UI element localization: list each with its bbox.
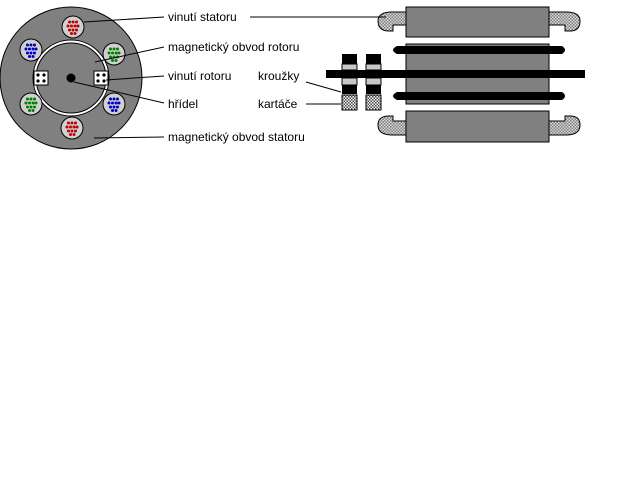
stator-slots: [19, 15, 126, 140]
stator-core-top: [405, 6, 550, 38]
rotor-winding-bottom: [393, 92, 565, 100]
stator-slot-upper-left: [19, 38, 43, 62]
stator-slot-upper-right: [102, 42, 126, 66]
slip-ring-1: [341, 54, 358, 94]
label-stator-magnetic-circuit: magnetický obvod statoru: [168, 130, 305, 144]
side-view: [326, 6, 585, 143]
stator-slot-top: [61, 15, 85, 39]
shaft-side: [326, 70, 585, 78]
stator-slot-bottom: [60, 116, 84, 140]
stator-slot-lower-left: [19, 92, 43, 116]
label-shaft: hřídel: [168, 97, 198, 111]
cross-section: [0, 6, 143, 150]
slip-ring-2: [365, 54, 382, 94]
stator-core-bottom: [405, 110, 550, 143]
label-stator-winding: vinutí statoru: [168, 10, 237, 24]
shaft-section: [66, 73, 76, 83]
leaders-left: [73, 16, 165, 139]
label-slip-rings: kroužky: [258, 69, 299, 83]
rotor-slot-right: [93, 70, 109, 86]
stator-slot-lower-right: [102, 92, 126, 116]
label-rotor-winding: vinutí rotoru: [168, 69, 231, 83]
label-rotor-magnetic-circuit: magnetický obvod rotoru: [168, 40, 299, 54]
leaders-right: [250, 16, 386, 105]
label-brushes: kartáče: [258, 97, 298, 111]
rotor-winding-top: [393, 46, 565, 54]
brush-1: [341, 94, 358, 111]
rotor-slot-left: [33, 70, 49, 86]
brush-2: [365, 94, 382, 111]
